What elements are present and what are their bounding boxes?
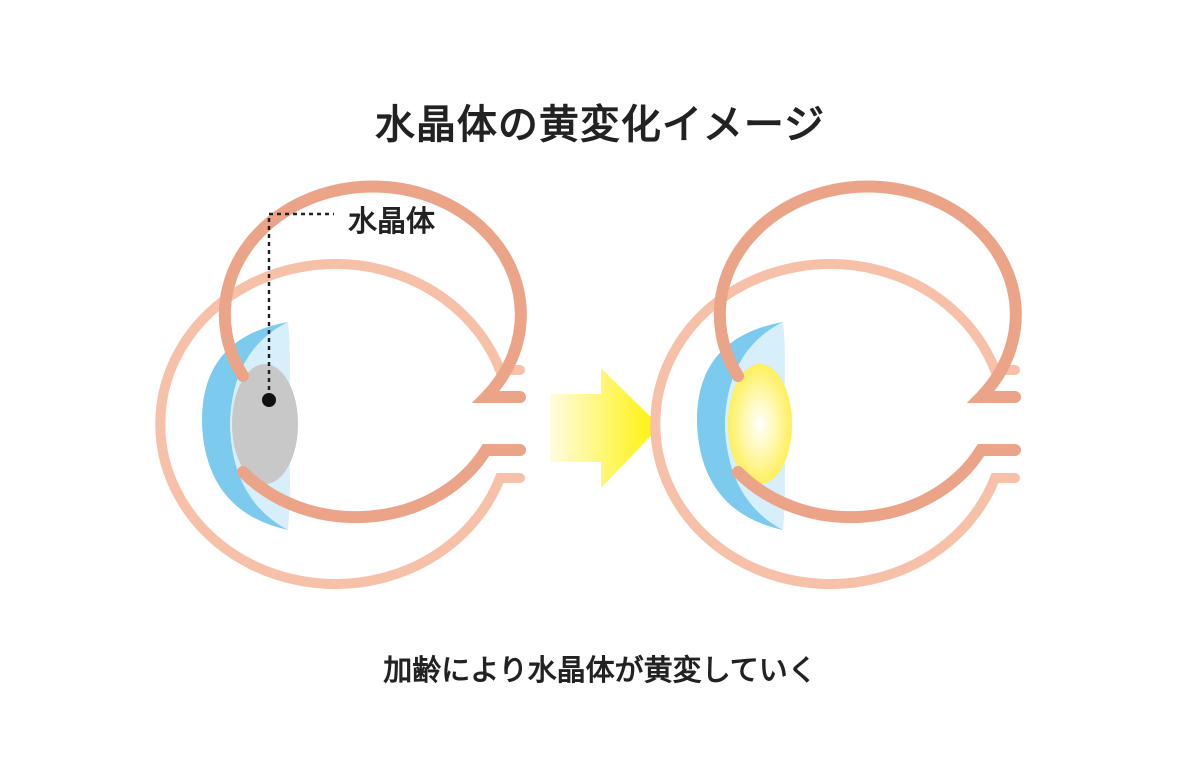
lens-pointer-dot <box>262 393 276 407</box>
diagram-caption: 加齢により水晶体が黄変していく <box>383 653 817 687</box>
lens-pointer-line <box>267 212 334 398</box>
eye-after-sclera-lower <box>732 444 1021 524</box>
right-arrow-icon <box>550 368 660 488</box>
eye-after-cornea <box>696 322 783 530</box>
eye-before-lens <box>232 364 298 484</box>
eye-before-icon <box>155 180 527 589</box>
lens-label: 水晶体 <box>348 204 436 238</box>
eye-before-outer-layer <box>155 259 525 589</box>
diagram-title: 水晶体の黄変化イメージ <box>374 102 826 148</box>
eye-before-sclera <box>218 180 527 403</box>
eye-before-sclera-lower <box>237 444 526 524</box>
eye-before-cornea <box>201 322 288 530</box>
eye-after-sclera <box>713 180 1022 403</box>
eye-after-icon <box>650 180 1022 589</box>
eye-after-lens <box>728 364 792 484</box>
eye-after-outer-layer <box>650 259 1020 589</box>
